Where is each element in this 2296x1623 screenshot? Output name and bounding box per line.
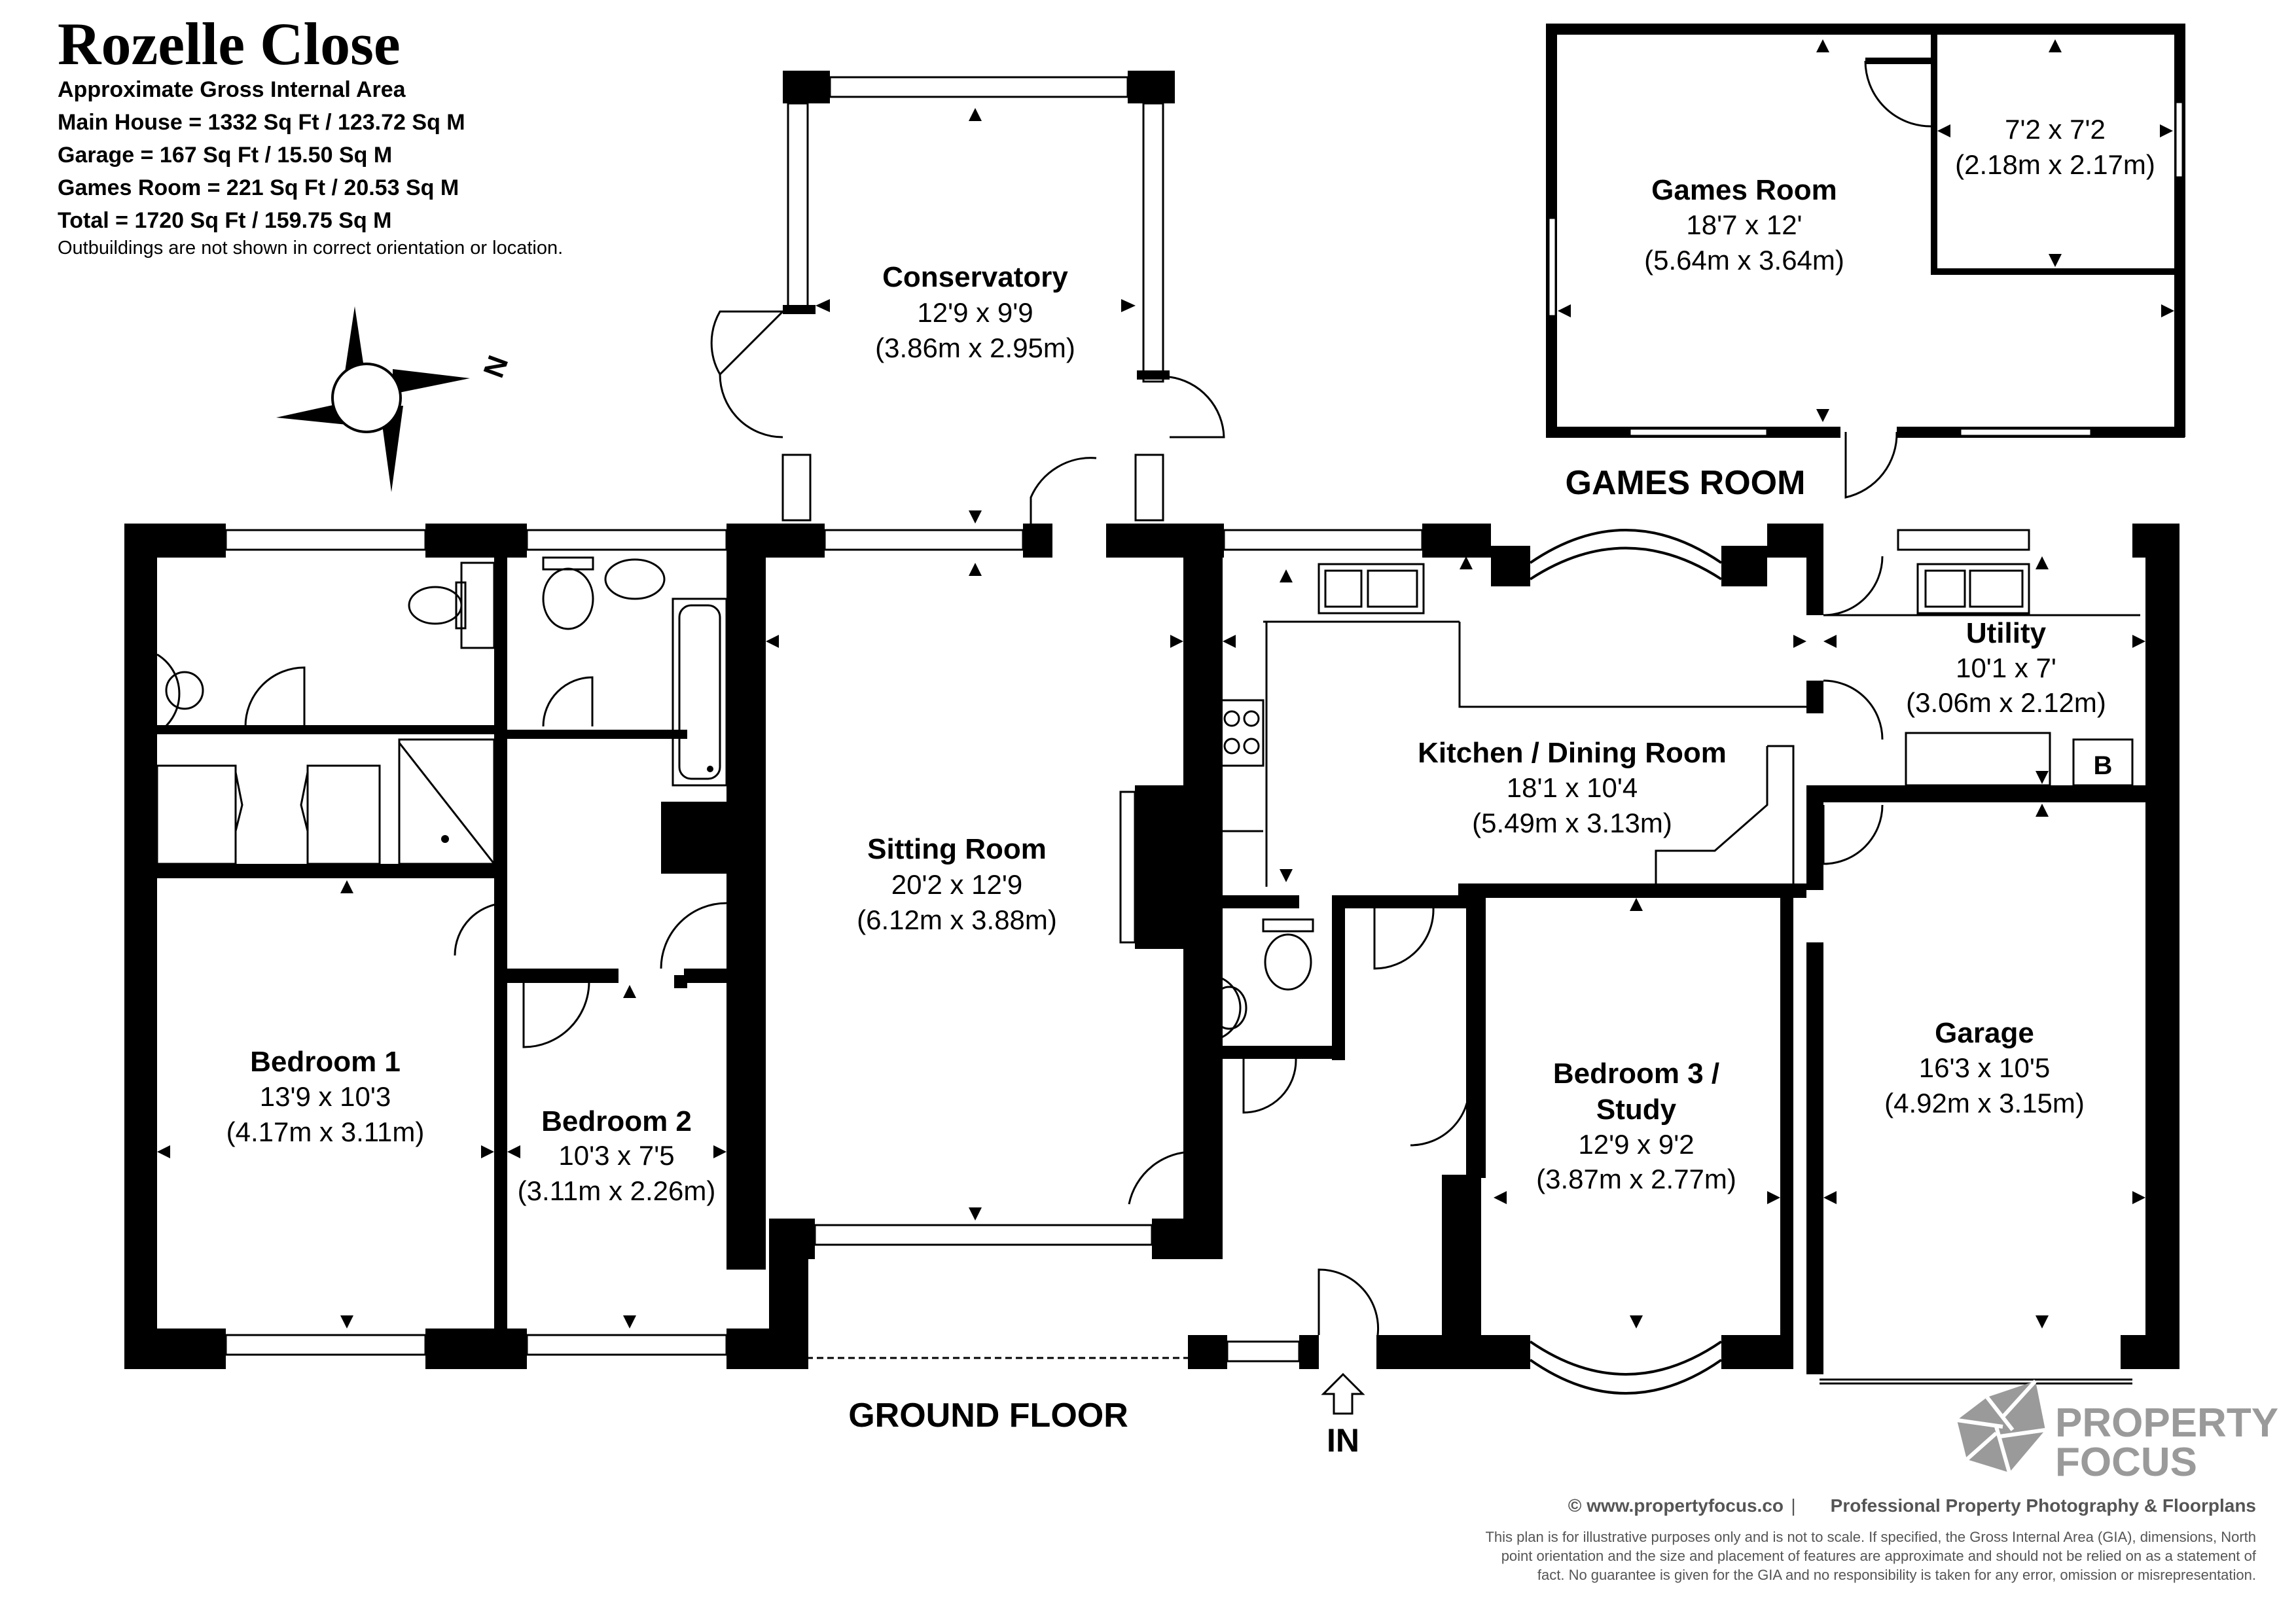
plan-title: Rozelle Close (58, 10, 401, 77)
games-room-heading: GAMES ROOM (1566, 464, 1806, 502)
footer-website: © www.propertyfocus.co (1568, 1495, 1784, 1516)
door-swings (244, 457, 1884, 1336)
conservatory-name: Conservatory (882, 261, 1068, 293)
garage-label: Garage 16'3 x 10'5 (4.92m x 3.15m) (1884, 1017, 2085, 1118)
garage-name: Garage (1935, 1017, 2034, 1049)
bedroom-3-imperial: 12'9 x 9'2 (1578, 1129, 1694, 1160)
footer: © www.propertyfocus.co | Professional Pr… (1485, 1495, 2256, 1583)
sitting-room-label: Sitting Room 20'2 x 12'9 (6.12m x 3.88m) (857, 833, 1057, 935)
entrance-label: IN (1327, 1422, 1359, 1459)
boiler-label: B (2094, 751, 2113, 780)
footer-disclaimer-3: fact. No guarantee is given for the GIA … (1537, 1567, 2256, 1583)
conservatory-imperial: 12'9 x 9'9 (917, 297, 1033, 328)
bedroom-3-metric: (3.87m x 2.77m) (1536, 1164, 1736, 1194)
sitting-room-metric: (6.12m x 3.88m) (857, 904, 1057, 935)
games-store-metric: (2.18m x 2.17m) (1955, 149, 2155, 180)
games-room-imperial: 18'7 x 12' (1686, 209, 1802, 240)
ground-floor-heading: GROUND FLOOR (848, 1397, 1128, 1435)
entrance-arrow-icon (1321, 1372, 1365, 1415)
garage-imperial: 16'3 x 10'5 (1919, 1052, 2051, 1083)
footer-disclaimer-2: point orientation and the size and place… (1501, 1548, 2257, 1564)
gia-games-room: Games Room = 221 Sq Ft / 20.53 Sq M (58, 175, 459, 200)
bedroom-1-metric: (4.17m x 3.11m) (226, 1116, 425, 1147)
footer-disclaimer-1: This plan is for illustrative purposes o… (1485, 1529, 2256, 1545)
utility-metric: (3.06m x 2.12m) (1906, 687, 2106, 718)
bedroom-1-name: Bedroom 1 (250, 1046, 401, 1078)
utility-name: Utility (1966, 617, 2047, 649)
utility-label: Utility 10'1 x 7' (3.06m x 2.12m) (1906, 617, 2106, 718)
kitchen-label: Kitchen / Dining Room 18'1 x 10'4 (5.49m… (1418, 737, 1727, 838)
bedroom-2-imperial: 10'3 x 7'5 (558, 1140, 674, 1171)
compass-icon: N (276, 306, 514, 492)
sitting-room-imperial: 20'2 x 12'9 (891, 869, 1023, 900)
kitchen-name: Kitchen / Dining Room (1418, 737, 1727, 769)
games-store-imperial: 7'2 x 7'2 (2005, 114, 2106, 145)
compass-north-label: N (477, 351, 514, 382)
logo-line-1: PROPERTY (2055, 1400, 2278, 1446)
bedroom-3-name-line1: Bedroom 3 / (1553, 1058, 1719, 1090)
utility-imperial: 10'1 x 7' (1956, 652, 2056, 683)
bedroom-3-label: Bedroom 3 / Study 12'9 x 9'2 (3.87m x 2.… (1536, 1058, 1736, 1194)
gia-garage: Garage = 167 Sq Ft / 15.50 Sq M (58, 143, 392, 168)
games-room-metric: (5.64m x 3.64m) (1644, 245, 1844, 276)
bedroom-2-label: Bedroom 2 10'3 x 7'5 (3.11m x 2.26m) (518, 1105, 716, 1206)
bedroom-1-label: Bedroom 1 13'9 x 10'3 (4.17m x 3.11m) (226, 1046, 425, 1147)
orientation-note: Outbuildings are not shown in correct or… (58, 238, 563, 259)
kitchen-metric: (5.49m x 3.13m) (1472, 808, 1672, 838)
gia-main-house: Main House = 1332 Sq Ft / 123.72 Sq M (58, 110, 465, 135)
property-focus-logo: PROPERTY FOCUS (1956, 1379, 2278, 1485)
main-house-walls (124, 524, 2179, 1395)
games-room-building (1546, 24, 2185, 499)
garage-metric: (4.92m x 3.15m) (1884, 1088, 2085, 1118)
gia-heading: Approximate Gross Internal Area (58, 77, 406, 102)
games-room-name: Games Room (1651, 174, 1837, 206)
footer-separator: | (1791, 1495, 1795, 1516)
kitchen-imperial: 18'1 x 10'4 (1507, 772, 1638, 803)
bedroom-2-name: Bedroom 2 (541, 1105, 692, 1137)
games-store-label: 7'2 x 7'2 (2.18m x 2.17m) (1955, 114, 2155, 180)
bedroom-2-metric: (3.11m x 2.26m) (518, 1175, 716, 1206)
gia-total: Total = 1720 Sq Ft / 159.75 Sq M (58, 208, 392, 233)
bedroom-3-name-line2: Study (1596, 1094, 1677, 1126)
dimension-arrows (157, 39, 2174, 1329)
sitting-room-name: Sitting Room (867, 833, 1047, 865)
conservatory-structure (710, 71, 1225, 522)
conservatory-metric: (3.86m x 2.95m) (875, 332, 1075, 363)
logo-line-2: FOCUS (2055, 1440, 2197, 1485)
games-room-label: Games Room 18'7 x 12' (5.64m x 3.64m) (1644, 174, 1844, 276)
conservatory-label: Conservatory 12'9 x 9'9 (3.86m x 2.95m) (875, 261, 1075, 363)
fixtures: B (156, 556, 2140, 1042)
footer-tagline: Professional Property Photography & Floo… (1831, 1495, 2256, 1516)
bedroom-1-imperial: 13'9 x 10'3 (260, 1081, 391, 1112)
